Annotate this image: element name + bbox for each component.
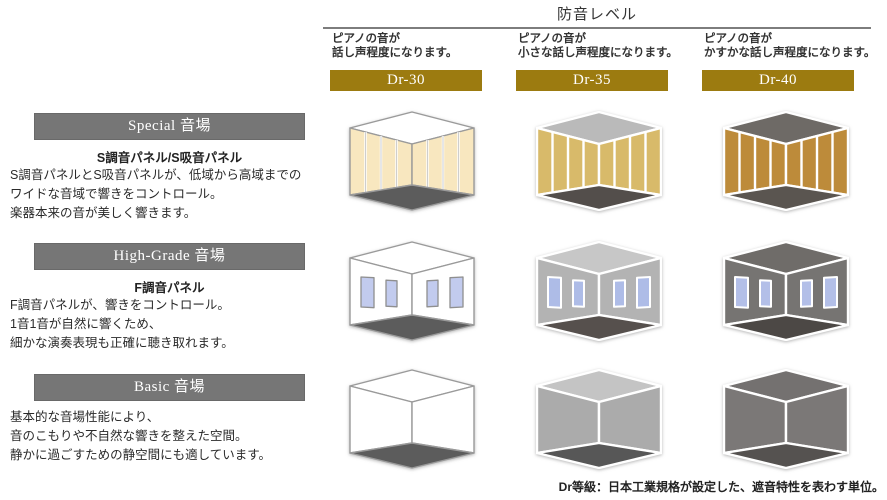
row-special-line1: S調音パネルとS吸音パネルが、低域から高域までの [10,168,302,182]
column-dr35-desc-line1: ピアノの音が [518,33,586,45]
dr40-badge: Dr-40 [702,70,854,91]
room-illustration-highgrade-dr40 [722,240,850,342]
room-illustration-highgrade-dr35 [535,240,663,342]
room-illustration-special-dr40 [722,110,850,212]
room-illustration-special-dr35 [535,110,663,212]
row-highgrade-subtitle: F調音パネル [134,281,205,295]
column-dr35-desc-line2: 小さな話し声程度になります。 [518,46,678,59]
column-dr30-desc-line1: ピアノの音が [332,33,400,45]
row-highgrade-line2: 1音1音が自然に響くため、 [10,317,162,331]
column-dr35-description: ピアノの音が 小さな話し声程度になります。 [518,33,698,60]
row-highgrade-line1: F調音パネルが、響きをコントロール。 [10,298,230,312]
room-illustration-basic-dr40 [722,368,850,470]
dr35-badge: Dr-35 [516,70,668,91]
row-basic-line3: 静かに過ごすための静空間にも適しています。 [10,448,272,462]
room-illustration-basic-dr35 [535,368,663,470]
column-dr30-description: ピアノの音が 話し声程度になります。 [332,33,512,60]
row-special-body: S調音パネルとS吸音パネルが、低域から高域までの ワイドな音域で響きをコントロー… [10,166,332,223]
row-highgrade-body: F調音パネルが、響きをコントロール。 1音1音が自然に響くため、 細かな演奏表現… [10,296,332,353]
row-special-line2: ワイドな音域で響きをコントロール。 [10,187,223,201]
row-highgrade-line3: 細かな演奏表現も正確に聴き取れます。 [10,336,234,350]
row-special-line3: 楽器本来の音が美しく響きます。 [10,206,197,220]
dr-rating-footnote: Dr等級：日本工業規格が設定した、遮音特性を表わす単位。 [558,480,884,494]
row-basic-body: 基本的な音場性能により、 音のこもりや不自然な響きを整えた空間。 静かに過ごすた… [10,408,332,465]
row-special-header: Special 音場 [34,113,305,140]
header-divider-line [323,27,871,29]
row-special-subtitle: S調音パネル/S吸音パネル [96,151,243,165]
column-dr40-desc-line1: ピアノの音が [704,33,772,45]
row-basic-line1: 基本的な音場性能により、 [10,410,160,424]
row-basic-header: Basic 音場 [34,374,305,401]
row-basic-line2: 音のこもりや不自然な響きを整えた空間。 [10,429,248,443]
dr30-badge: Dr-30 [330,70,482,91]
column-dr40-desc-line2: かすかな話し声程度になります。 [704,46,876,59]
room-illustration-highgrade-dr30 [349,241,475,341]
room-illustration-special-dr30 [349,111,475,211]
row-highgrade-header: High-Grade 音場 [34,243,305,270]
column-dr40-description: ピアノの音が かすかな話し声程度になります。 [704,33,884,60]
room-illustration-basic-dr30 [349,369,475,469]
column-dr30-desc-line2: 話し声程度になります。 [332,46,458,59]
chart-title: 防音レベル [556,6,637,23]
